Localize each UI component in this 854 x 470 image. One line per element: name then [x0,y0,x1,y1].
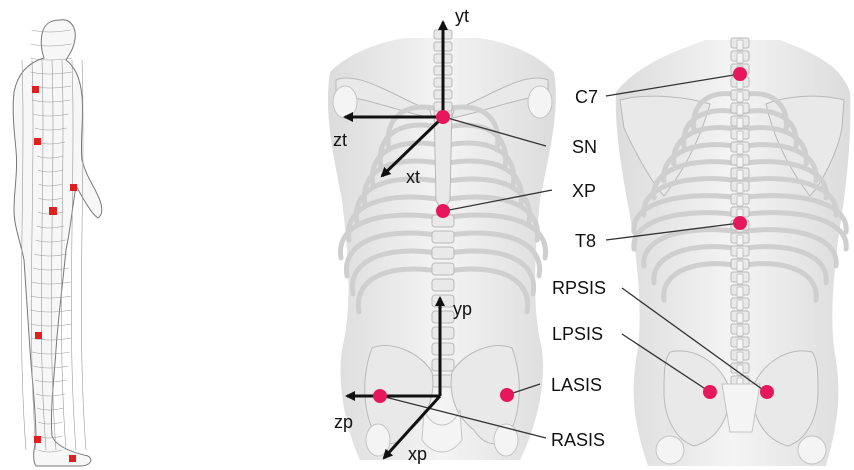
marker-sn [436,110,450,124]
spinous-process [737,326,743,336]
vertebra [432,327,454,339]
vertebra [432,263,454,275]
spinous-process [737,313,743,323]
mesh-marker [34,138,41,145]
label-xp-axis: xp [408,444,427,464]
spinous-process [737,40,743,50]
vertebra [432,311,454,323]
label-xt: xt [406,167,420,187]
mesh-marker [32,86,39,93]
label-t8: T8 [575,231,596,251]
label-yp: yp [453,299,472,319]
spinous-process [737,170,743,180]
spinous-process [737,183,743,193]
label-rasis: RASIS [551,430,605,450]
marker-lasis [500,388,514,402]
marker-t8 [733,216,747,230]
label-zt: zt [333,130,347,150]
label-lpsis: LPSIS [552,324,603,344]
spinous-process [737,157,743,167]
label-lasis: LASIS [551,375,602,395]
vertebra [432,295,454,307]
skeleton-back-view-icon [616,38,851,466]
spinous-process [737,196,743,206]
spinous-process [737,118,743,128]
spinous-process [737,300,743,310]
spinous-process [737,339,743,349]
spinous-process [737,105,743,115]
vertebra [432,343,454,355]
spinous-process [737,274,743,284]
spinous-process [737,92,743,102]
mesh-marker [69,455,76,462]
spinous-process [737,352,743,362]
vertebra [432,279,454,291]
marker-c7 [733,67,747,81]
label-rpsis: RPSIS [552,278,606,298]
spinous-process [737,248,743,258]
spinous-process [737,235,743,245]
spinous-process [737,261,743,271]
marker-lpsis [703,385,717,399]
marker-xp [436,204,450,218]
human-mesh-side-view-icon [13,20,102,466]
mesh-marker [35,332,42,339]
mesh-marker [34,436,41,443]
label-yt: yt [455,6,469,26]
label-xp: XP [572,181,596,201]
marker-rpsis [760,385,774,399]
vertebra [432,359,454,371]
spinous-process [737,144,743,154]
marker-rasis [373,389,387,403]
label-zp: zp [334,412,353,432]
spinous-process [737,131,743,141]
mesh-marker [49,207,57,215]
spinous-process [737,53,743,63]
vertebra [432,231,454,243]
label-c7: C7 [575,87,598,107]
vertebra [432,247,454,259]
mesh-marker [70,184,77,191]
spinous-process [737,287,743,297]
label-sn: SN [572,137,597,157]
